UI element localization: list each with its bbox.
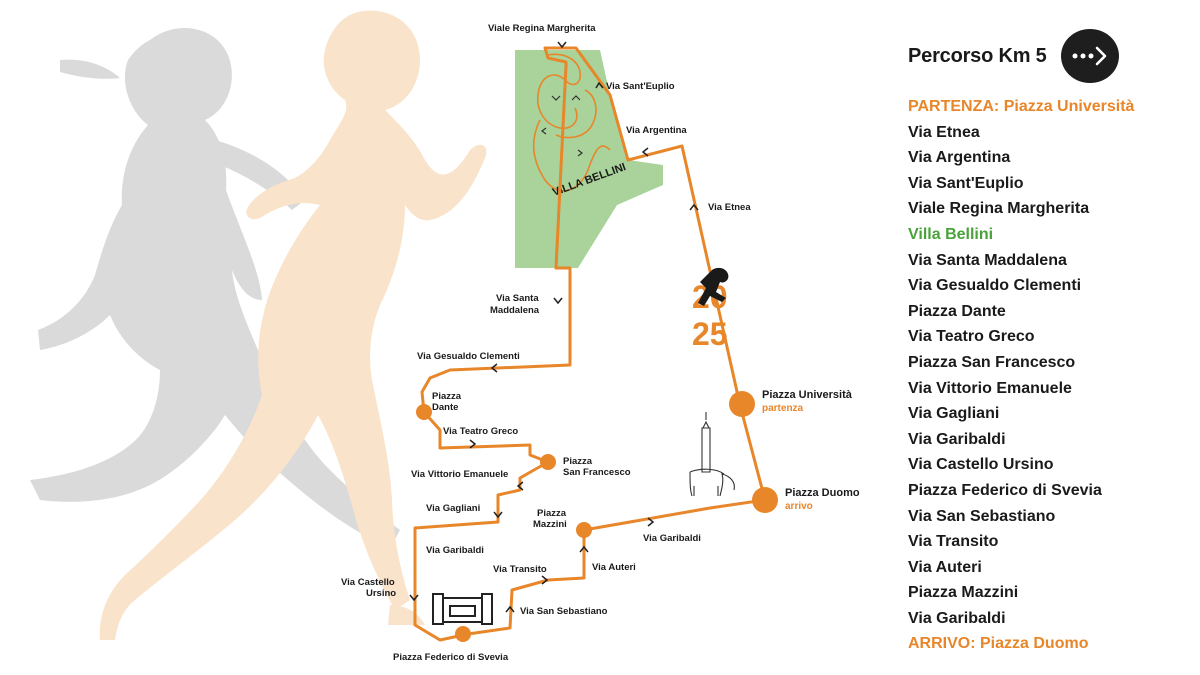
route-item-park: Villa Bellini bbox=[908, 225, 994, 243]
label-via-garibaldi-left: Via Garibaldi bbox=[426, 545, 484, 556]
route-list: PARTENZA: Piazza Università Via Etnea Vi… bbox=[908, 94, 1188, 657]
label-piazza-mazzini-2: Mazzini bbox=[533, 519, 567, 530]
route-item: Via Garibaldi bbox=[908, 430, 1006, 448]
label-via-sant-euplio: Via Sant'Euplio bbox=[606, 81, 675, 92]
route-title: Percorso Km 5 bbox=[908, 44, 1047, 67]
label-via-argentina: Via Argentina bbox=[626, 125, 687, 136]
route-item: Via Santa Maddalena bbox=[908, 251, 1067, 269]
label-piazza-san-francesco-1: Piazza bbox=[563, 456, 593, 467]
label-via-santa-maddalena-2: Maddalena bbox=[490, 305, 540, 316]
label-via-castello-ursino-1: Via Castello bbox=[341, 577, 395, 588]
dots-arrow-right-icon bbox=[1072, 46, 1106, 66]
route-item: Via Auteri bbox=[908, 558, 982, 576]
route-item: Via Vittorio Emanuele bbox=[908, 379, 1072, 397]
label-piazza-mazzini-1: Piazza bbox=[537, 508, 567, 519]
route-line bbox=[413, 46, 767, 642]
park-arrows bbox=[541, 95, 583, 157]
route-item: Viale Regina Margherita bbox=[908, 200, 1090, 218]
label-piazza-federico: Piazza Federico di Svevia bbox=[393, 652, 509, 663]
piazza-federico-dot[interactable] bbox=[455, 626, 471, 642]
piazza-dante-dot[interactable] bbox=[416, 404, 432, 420]
label-via-gagliani: Via Gagliani bbox=[426, 503, 480, 514]
label-via-auteri: Via Auteri bbox=[592, 562, 636, 573]
logo-digits-bottom: 25 bbox=[692, 316, 728, 352]
label-piazza-duomo: Piazza Duomo bbox=[785, 487, 860, 499]
label-piazza-dante-2: Dante bbox=[432, 402, 458, 413]
label-via-garibaldi-right: Via Garibaldi bbox=[643, 533, 701, 544]
route-direction-arrows bbox=[409, 41, 699, 613]
route-item: Piazza San Francesco bbox=[908, 353, 1076, 371]
villa-bellini-park bbox=[515, 50, 663, 268]
route-item: Via Gesualdo Clementi bbox=[908, 277, 1082, 295]
piazza-universita-dot[interactable] bbox=[729, 391, 755, 417]
route-item: Piazza Dante bbox=[908, 302, 1006, 320]
label-via-gesualdo-clementi: Via Gesualdo Clementi bbox=[417, 351, 520, 362]
route-item: Via Gagliani bbox=[908, 405, 1000, 423]
route-item: Via San Sebastiano bbox=[908, 507, 1056, 525]
piazza-mazzini-dot[interactable] bbox=[576, 522, 592, 538]
label-piazza-dante-1: Piazza bbox=[432, 391, 462, 402]
logo-runner-icon bbox=[698, 267, 729, 306]
label-via-castello-ursino-2: Ursino bbox=[366, 588, 396, 599]
route-item: Piazza Mazzini bbox=[908, 584, 1019, 602]
route-item: Via Garibaldi bbox=[908, 609, 1006, 627]
piazza-duomo-dot[interactable] bbox=[752, 487, 778, 513]
route-item: Piazza Federico di Svevia bbox=[908, 481, 1102, 499]
route-item-finish: ARRIVO: Piazza Duomo bbox=[908, 635, 1089, 653]
route-item: Via Argentina bbox=[908, 149, 1011, 167]
label-partenza: partenza bbox=[762, 403, 804, 414]
label-via-vittorio-emanuele: Via Vittorio Emanuele bbox=[411, 469, 508, 480]
label-piazza-universita: Piazza Università bbox=[762, 389, 853, 401]
piazza-san-francesco-dot[interactable] bbox=[540, 454, 556, 470]
event-2025-logo: 20 25 bbox=[692, 267, 729, 352]
route-item: Via Teatro Greco bbox=[908, 328, 1035, 346]
route-panel: Percorso Km 5 PARTENZA: Piazza Universit… bbox=[908, 28, 1188, 657]
label-via-transito: Via Transito bbox=[493, 564, 547, 575]
route-item: Via Transito bbox=[908, 533, 999, 551]
label-viale-regina-margherita: Viale Regina Margherita bbox=[488, 23, 596, 34]
label-via-santa-maddalena-1: Via Santa bbox=[496, 293, 539, 304]
label-via-san-sebastiano: Via San Sebastiano bbox=[520, 606, 608, 617]
label-arrivo: arrivo bbox=[785, 501, 813, 512]
route-item: Via Etnea bbox=[908, 123, 980, 141]
label-piazza-san-francesco-2: San Francesco bbox=[563, 467, 631, 478]
next-button[interactable] bbox=[1060, 29, 1119, 83]
elephant-obelisk-icon bbox=[689, 412, 735, 497]
route-item: Via Castello Ursino bbox=[908, 456, 1054, 474]
route-panel-header: Percorso Km 5 bbox=[908, 28, 1188, 84]
castello-ursino-icon bbox=[432, 593, 493, 625]
route-item-start: PARTENZA: Piazza Università bbox=[908, 98, 1135, 115]
label-via-teatro-greco: Via Teatro Greco bbox=[443, 426, 518, 437]
label-via-etnea: Via Etnea bbox=[708, 202, 751, 213]
route-item: Via Sant'Euplio bbox=[908, 174, 1024, 192]
